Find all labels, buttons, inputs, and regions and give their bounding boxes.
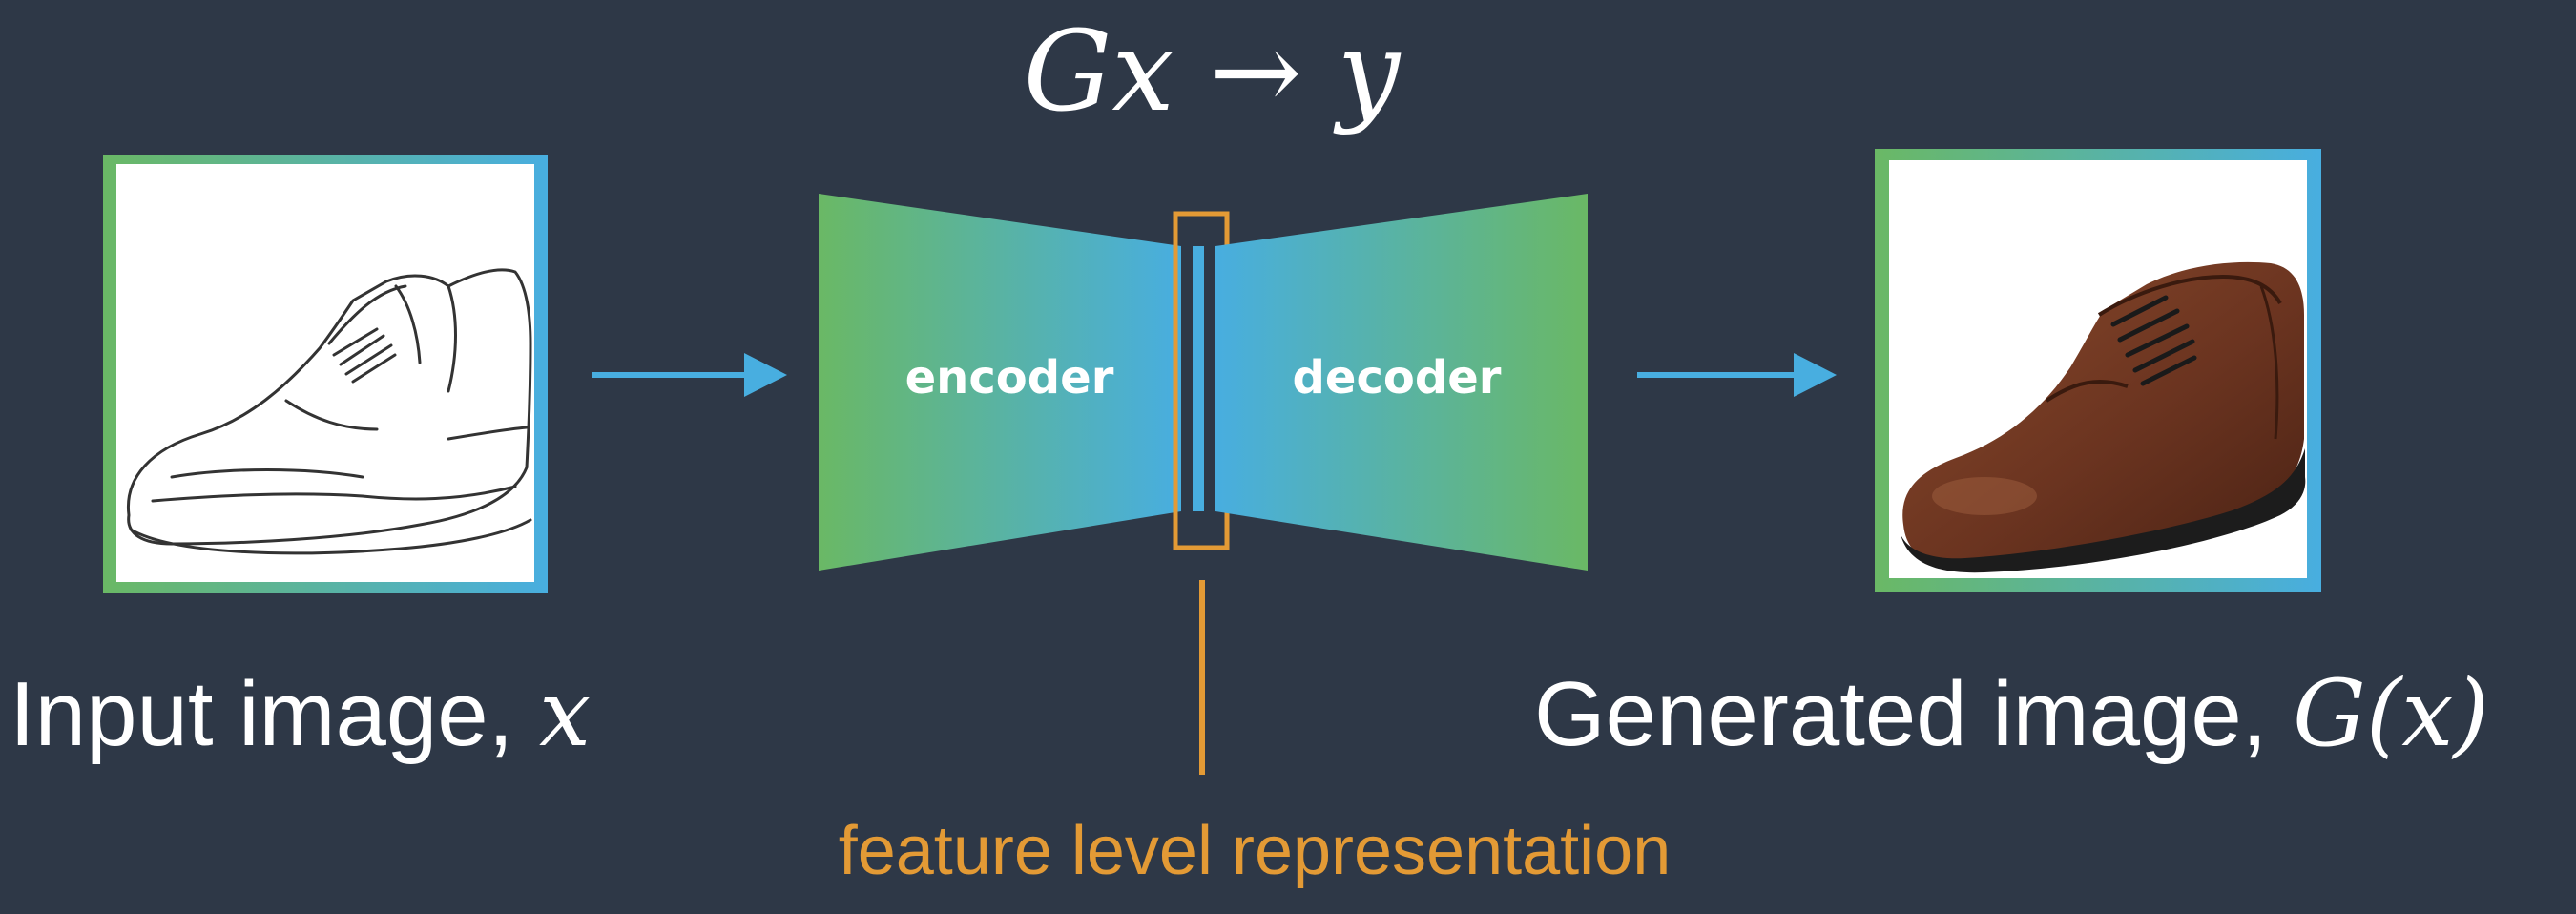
encoder-label: encoder [905, 351, 1114, 405]
shoe-sketch-icon [126, 268, 532, 555]
input-image-canvas [116, 164, 534, 582]
output-caption-math: G(x) [2293, 660, 2489, 767]
input-image [103, 155, 548, 593]
brown-shoe-icon [1901, 261, 2306, 573]
arrow-input-to-encoder [592, 353, 787, 397]
decoder-label: decoder [1293, 351, 1502, 405]
output-image-caption: Generated image, G(x) [1534, 668, 2489, 760]
bottleneck-bar [1193, 246, 1204, 511]
decoder-block: decoder [1215, 194, 1588, 571]
encoder-block: encoder [819, 194, 1181, 571]
output-caption-text: Generated image, [1534, 663, 2294, 765]
input-caption-math: x [539, 660, 592, 767]
input-caption-text: Input image, [10, 663, 539, 765]
input-image-caption: Input image, x [10, 668, 591, 760]
feature-level-label: feature level representation [838, 813, 1672, 889]
generator-title: Gx → y [1023, 8, 1401, 136]
output-image [1875, 149, 2321, 592]
arrow-decoder-to-output [1637, 353, 1837, 397]
